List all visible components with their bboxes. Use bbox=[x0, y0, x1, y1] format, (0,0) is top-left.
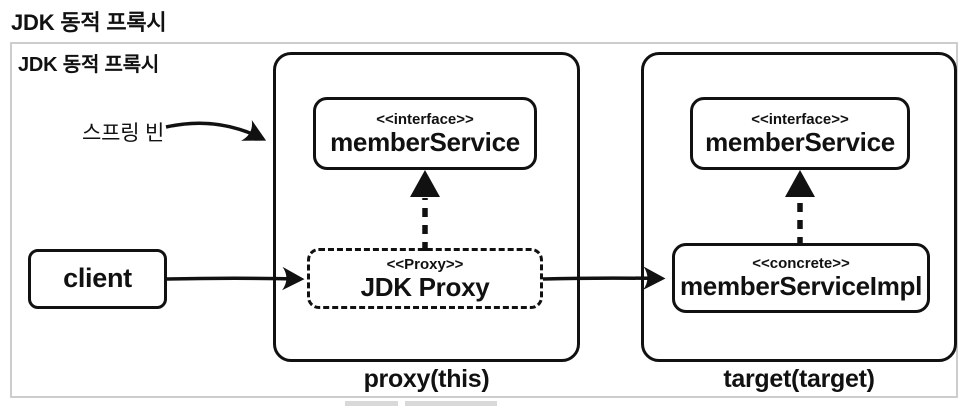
page-title: JDK 동적 프록시 bbox=[11, 10, 167, 35]
target-container bbox=[641, 52, 957, 362]
target-interface-name: memberService bbox=[705, 126, 895, 157]
bottom-cropped-element bbox=[405, 401, 497, 406]
jdk-proxy-node: <<Proxy>> JDK Proxy bbox=[307, 248, 543, 309]
target-concrete-name: memberServiceImpl bbox=[679, 271, 923, 302]
target-concrete-node: <<concrete>> memberServiceImpl bbox=[672, 243, 930, 313]
proxy-interface-name: memberService bbox=[330, 126, 520, 157]
proxy-group-caption: proxy(this) bbox=[363, 365, 490, 393]
proxy-container bbox=[273, 52, 580, 362]
target-group-caption: target(target) bbox=[723, 365, 875, 393]
proxy-interface-node: <<interface>> memberService bbox=[313, 97, 537, 170]
client-label: client bbox=[63, 263, 132, 294]
target-interface-stereotype: <<interface>> bbox=[751, 110, 849, 128]
target-concrete-stereotype: <<concrete>> bbox=[752, 255, 850, 273]
frame-label: JDK 동적 프록시 bbox=[18, 54, 160, 76]
spring-bean-label: 스프링 빈 bbox=[82, 122, 165, 145]
bottom-cropped-element bbox=[345, 401, 398, 406]
jdk-proxy-name: JDK Proxy bbox=[360, 271, 490, 302]
proxy-interface-stereotype: <<interface>> bbox=[376, 110, 474, 128]
target-interface-node: <<interface>> memberService bbox=[690, 97, 910, 170]
client-node: client bbox=[28, 249, 167, 309]
jdk-proxy-stereotype: <<Proxy>> bbox=[386, 255, 464, 273]
